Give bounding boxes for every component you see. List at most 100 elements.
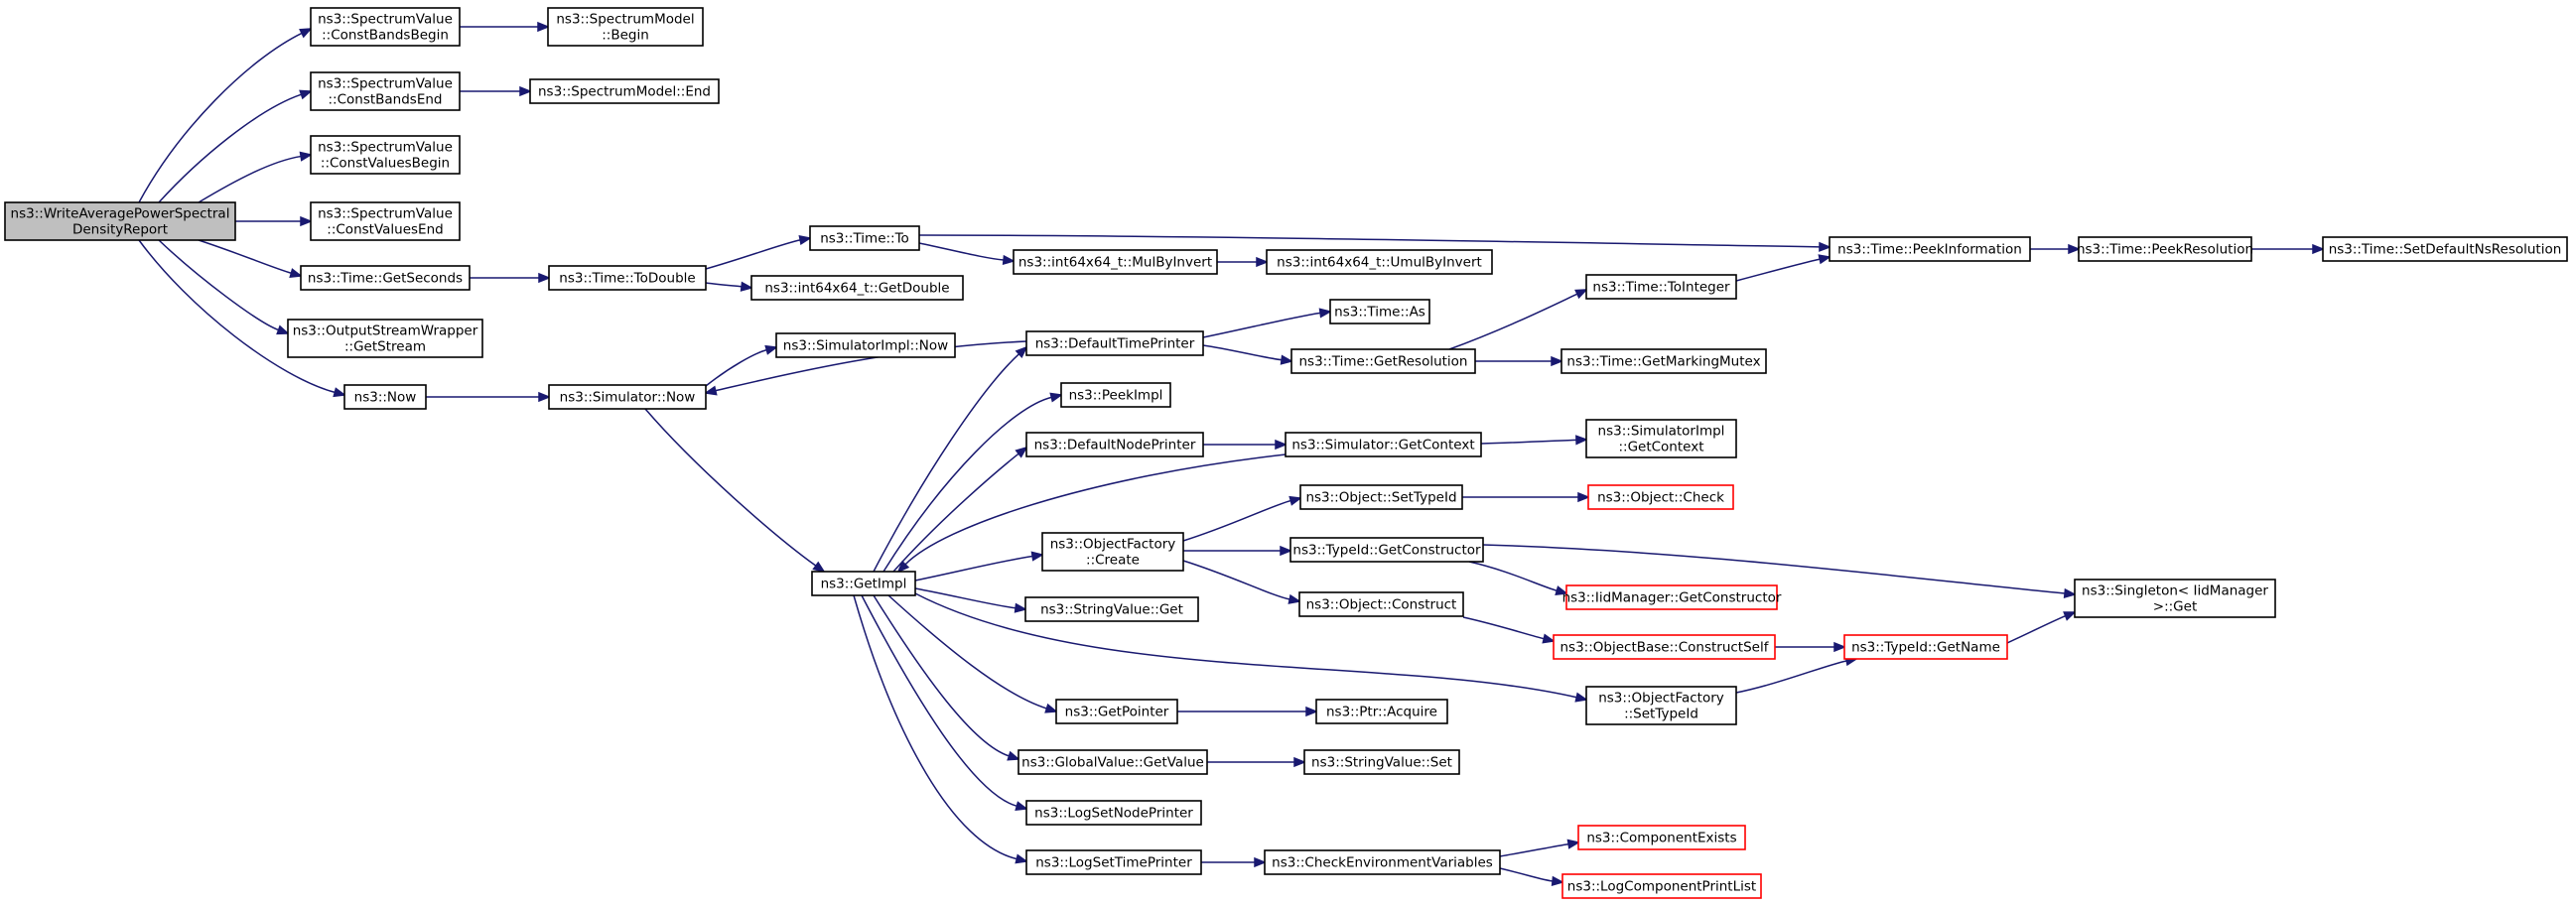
node-time-setdefaultnsresolution[interactable]: ns3::Time::SetDefaultNsResolution bbox=[2322, 236, 2568, 262]
node-ptr-acquire[interactable]: ns3::Ptr::Acquire bbox=[1315, 699, 1448, 724]
edge-typeid-getname-to-singleton-iidmanager-get bbox=[2006, 611, 2077, 644]
node-getimpl[interactable]: ns3::GetImpl bbox=[811, 571, 916, 596]
node-box bbox=[1041, 532, 1184, 572]
node-object-check[interactable]: ns3::Object::Check bbox=[1587, 484, 1734, 510]
edge-time-getresolution-to-time-tointeger bbox=[1448, 289, 1588, 350]
arrowhead bbox=[1542, 633, 1556, 644]
node-box bbox=[1560, 348, 1767, 374]
node-box bbox=[310, 7, 461, 47]
node-logsetnodeprinter[interactable]: ns3::LogSetNodePrinter bbox=[1025, 800, 1202, 826]
node-writeaveragepowerspectraldensityreport[interactable]: ns3::WriteAveragePowerSpectralDensityRep… bbox=[4, 201, 236, 241]
edge-getimpl-to-peekimpl bbox=[882, 392, 1063, 573]
node-logsettimeprinter[interactable]: ns3::LogSetTimePrinter bbox=[1025, 849, 1202, 875]
node-spectrummodel-begin[interactable]: ns3::SpectrumModel::Begin bbox=[547, 7, 704, 47]
node-time-tointeger[interactable]: ns3::Time::ToInteger bbox=[1585, 274, 1737, 300]
node-objectfactory-settypeid[interactable]: ns3::ObjectFactory::SetTypeId bbox=[1585, 686, 1737, 725]
arrowhead bbox=[1015, 801, 1028, 812]
edge-checkenvironmentvariables-to-logcomponentprintlist bbox=[1499, 867, 1565, 886]
node-stringvalue-get[interactable]: ns3::StringValue::Get bbox=[1024, 596, 1199, 622]
arrowhead bbox=[2063, 587, 2078, 599]
edge-time-tointeger-to-time-peekinformation bbox=[1735, 254, 1831, 282]
node-simulatorimpl-now[interactable]: ns3::SimulatorImpl::Now bbox=[775, 332, 956, 358]
node-stringvalue-set[interactable]: ns3::StringValue::Set bbox=[1303, 749, 1460, 775]
node-simulator-getcontext[interactable]: ns3::Simulator::GetContext bbox=[1285, 432, 1482, 457]
arrowhead bbox=[1288, 593, 1301, 604]
node-singleton-iidmanager-get[interactable]: ns3::Singleton< IidManager >::Get bbox=[2074, 579, 2276, 618]
node-spectrumvalue-constvaluesend[interactable]: ns3::SpectrumValue::ConstValuesEnd bbox=[310, 201, 461, 241]
arrowhead bbox=[538, 272, 552, 284]
node-typeid-getname[interactable]: ns3::TypeId::GetName bbox=[1843, 634, 2008, 660]
node-int64x64-t-getdouble[interactable]: ns3::int64x64_t::GetDouble bbox=[750, 275, 964, 301]
node-label: ns3::SimulatorImpl::Now bbox=[783, 338, 948, 354]
edge-objectfactory-settypeid-to-typeid-getname bbox=[1735, 656, 1858, 694]
node-typeid-getconstructor[interactable]: ns3::TypeId::GetConstructor bbox=[1289, 537, 1484, 563]
node-spectrumvalue-constbandsbegin[interactable]: ns3::SpectrumValue::ConstBandsBegin bbox=[310, 7, 461, 47]
node-time-getseconds[interactable]: ns3::Time::GetSeconds bbox=[300, 265, 471, 291]
edge-getimpl-to-getpointer bbox=[887, 594, 1058, 713]
node-checkenvironmentvariables[interactable]: ns3::CheckEnvironmentVariables bbox=[1264, 849, 1501, 875]
node-getpointer[interactable]: ns3::GetPointer bbox=[1055, 699, 1178, 724]
arrowhead bbox=[1833, 641, 1847, 653]
node-now[interactable]: ns3::Now bbox=[343, 384, 427, 410]
node-globalvalue-getvalue[interactable]: ns3::GlobalValue::GetValue bbox=[1017, 749, 1208, 775]
edge-time-to-to-int64x64-t-mulbyinvert bbox=[918, 242, 1017, 266]
arrowhead bbox=[289, 268, 303, 278]
node-logcomponentprintlist[interactable]: ns3::LogComponentPrintList bbox=[1561, 873, 1762, 899]
node-box bbox=[1013, 249, 1218, 275]
node-spectrumvalue-constbandsend[interactable]: ns3::SpectrumValue::ConstBandsEnd bbox=[310, 71, 461, 111]
arrowhead bbox=[1575, 435, 1589, 446]
node-object-construct[interactable]: ns3::Object::Construct bbox=[1298, 591, 1464, 617]
node-label: ns3::TypeId::GetConstructor bbox=[1292, 543, 1481, 559]
node-defaulttimeprinter[interactable]: ns3::DefaultTimePrinter bbox=[1025, 330, 1204, 356]
node-label: ns3::DefaultTimePrinter bbox=[1035, 336, 1195, 352]
node-spectrumvalue-constvaluesbegin[interactable]: ns3::SpectrumValue::ConstValuesBegin bbox=[310, 135, 461, 175]
node-spectrummodel-end[interactable]: ns3::SpectrumModel::End bbox=[529, 78, 720, 104]
node-objectbase-constructself[interactable]: ns3::ObjectBase::ConstructSelf bbox=[1553, 634, 1776, 660]
node-int64x64-t-umulbyinvert[interactable]: ns3::int64x64_t::UmulByInvert bbox=[1266, 249, 1493, 275]
node-label: >::Get bbox=[2153, 599, 2197, 615]
arrowhead bbox=[538, 391, 552, 403]
node-iidmanager-getconstructor[interactable]: ns3::IidManager::GetConstructor bbox=[1562, 584, 1782, 610]
node-box bbox=[1290, 348, 1476, 374]
node-time-getmarkingmutex[interactable]: ns3::Time::GetMarkingMutex bbox=[1560, 348, 1767, 374]
node-componentexists[interactable]: ns3::ComponentExists bbox=[1577, 825, 1746, 850]
node-label: ns3::IidManager::GetConstructor bbox=[1562, 590, 1782, 606]
node-box bbox=[1060, 382, 1171, 408]
node-time-as[interactable]: ns3::Time::As bbox=[1329, 299, 1430, 324]
node-box bbox=[1585, 686, 1737, 725]
node-time-todouble[interactable]: ns3::Time::ToDouble bbox=[548, 265, 707, 291]
node-label: ns3::Time::As bbox=[1334, 305, 1425, 321]
node-simulatorimpl-getcontext[interactable]: ns3::SimulatorImpl::GetContext bbox=[1585, 419, 1737, 458]
node-label: ::Create bbox=[1086, 553, 1140, 569]
arrowhead bbox=[1305, 706, 1319, 717]
node-objectfactory-create[interactable]: ns3::ObjectFactory::Create bbox=[1041, 532, 1184, 572]
arrowhead bbox=[300, 215, 314, 227]
node-time-to[interactable]: ns3::Time::To bbox=[809, 225, 920, 251]
node-object-settypeid[interactable]: ns3::Object::SetTypeId bbox=[1299, 484, 1463, 510]
node-peekimpl[interactable]: ns3::PeekImpl bbox=[1060, 382, 1171, 408]
arrowhead bbox=[1275, 439, 1288, 451]
node-simulator-now[interactable]: ns3::Simulator::Now bbox=[548, 384, 707, 410]
edge-getimpl-to-objectfactory-create bbox=[914, 551, 1044, 582]
node-label: ns3::ComponentExists bbox=[1586, 831, 1736, 846]
arrowhead bbox=[1256, 256, 1270, 268]
node-box bbox=[1315, 699, 1448, 724]
node-box bbox=[1565, 584, 1778, 610]
node-time-peekresolution[interactable]: ns3::Time::PeekResolution bbox=[2077, 236, 2253, 262]
edge-writeaveragepowerspectraldensityreport-to-spectrumvalue-constvaluesbegin bbox=[198, 151, 313, 203]
edge-defaulttimeprinter-to-simulator-now bbox=[704, 340, 1027, 396]
node-label: ns3::int64x64_t::MulByInvert bbox=[1018, 255, 1212, 271]
edge-objectfactory-create-to-object-construct bbox=[1182, 560, 1301, 604]
node-box bbox=[2322, 236, 2568, 262]
node-label: ns3::SpectrumModel bbox=[556, 12, 694, 28]
node-box bbox=[4, 201, 236, 241]
node-outputstreamwrapper-getstream[interactable]: ns3::OutputStreamWrapper::GetStream bbox=[287, 319, 483, 358]
node-label: ns3::Simulator::Now bbox=[560, 390, 696, 406]
arrowhead bbox=[1555, 585, 1568, 595]
node-int64x64-t-mulbyinvert[interactable]: ns3::int64x64_t::MulByInvert bbox=[1013, 249, 1218, 275]
node-defaultnodeprinter[interactable]: ns3::DefaultNodePrinter bbox=[1025, 432, 1204, 457]
node-label: ns3::SpectrumValue bbox=[318, 140, 453, 156]
edge-defaulttimeprinter-to-time-getresolution bbox=[1202, 344, 1294, 365]
node-time-peekinformation[interactable]: ns3::Time::PeekInformation bbox=[1829, 236, 2031, 262]
node-time-getresolution[interactable]: ns3::Time::GetResolution bbox=[1290, 348, 1476, 374]
